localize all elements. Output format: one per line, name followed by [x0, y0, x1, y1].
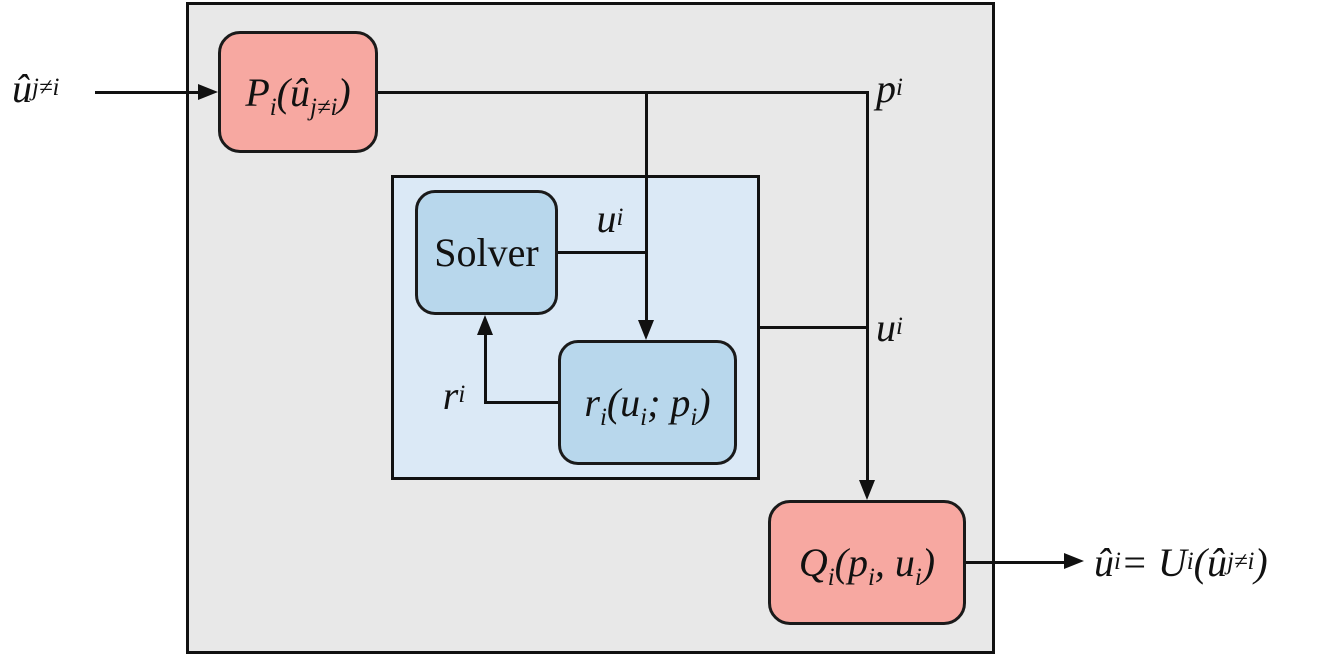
residual-node-label: ri(ui; pi): [584, 380, 711, 431]
solver-node: Solver: [415, 190, 558, 315]
edge-input-line: [95, 91, 200, 94]
arrowhead-into-residual-icon: [638, 320, 654, 340]
edge-p-branch-vertical-line: [645, 92, 648, 324]
edge-residual-feedback-vline: [484, 333, 487, 403]
p-node: Pi(ûj≠i): [218, 31, 378, 153]
arrowhead-into-solver-icon: [477, 315, 493, 335]
p-node-label: Pi(ûj≠i): [245, 69, 351, 121]
edge-output-line: [966, 561, 1064, 564]
edge-inner-out-line: [760, 326, 867, 329]
edge-main-vertical-line: [866, 91, 869, 483]
arrowhead-into-q-icon: [859, 480, 875, 500]
edge-solver-out-line: [558, 251, 647, 254]
arrowhead-output-icon: [1064, 553, 1084, 569]
edge-residual-feedback-hline: [484, 401, 560, 404]
q-node: Qi(pi, ui): [768, 500, 966, 625]
residual-node: ri(ui; pi): [558, 340, 737, 465]
solver-node-label: Solver: [434, 230, 539, 275]
edge-p-out-line: [378, 91, 868, 94]
q-node-label: Qi(pi, ui): [798, 540, 936, 591]
arrowhead-into-p-icon: [198, 84, 218, 100]
